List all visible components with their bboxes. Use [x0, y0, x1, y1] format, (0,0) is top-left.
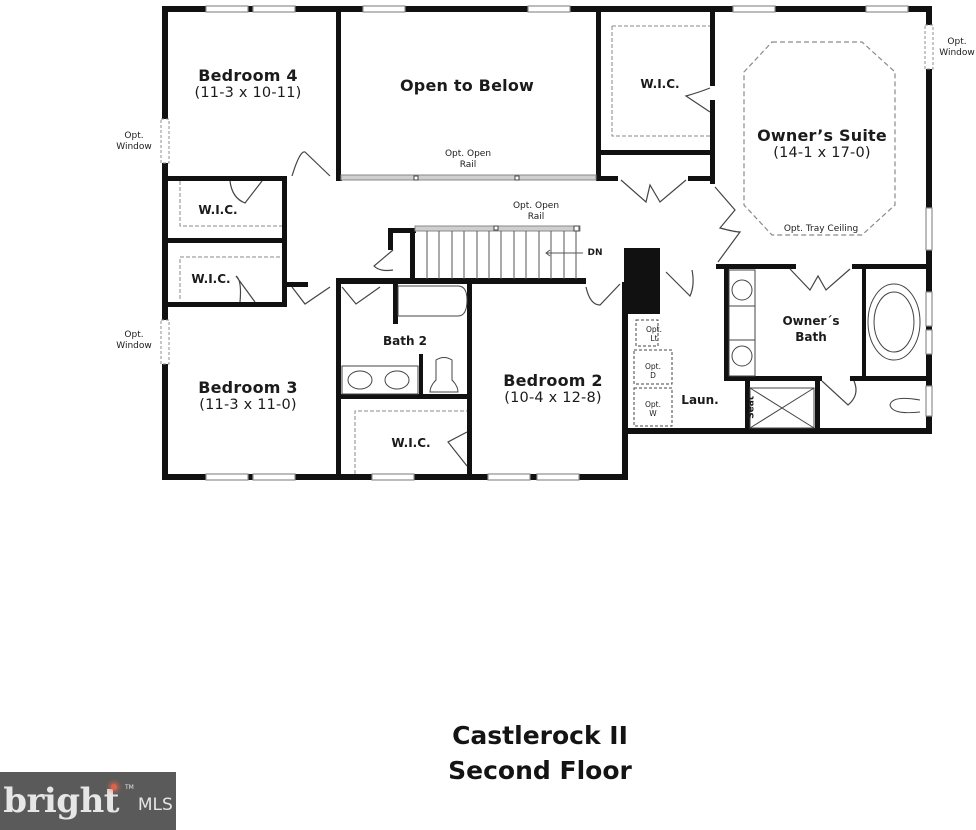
note-line: Rail	[459, 159, 477, 170]
note-line: Rail	[527, 211, 545, 222]
room-laundry: Laun.	[681, 393, 719, 407]
room-dimensions: (11-3 x 10-11)	[194, 85, 302, 102]
stairs	[426, 231, 583, 279]
note-line: Opt.	[124, 131, 144, 141]
opt-window-note-left-bottom: Opt. Window	[116, 330, 152, 352]
brand-word: bright	[3, 781, 120, 821]
note-line: Window	[116, 340, 152, 351]
open-rail-note-2: Opt. Open Rail	[513, 201, 559, 223]
room-name: Bedroom 3	[198, 378, 298, 397]
plan-title-block: Castlerock II Second Floor	[448, 718, 632, 788]
note-line: W	[649, 409, 657, 418]
brand-suffix: MLS	[137, 795, 173, 815]
note-line: Window	[939, 47, 975, 58]
opt-window-note-right: Opt. Window	[939, 37, 975, 59]
room-bedroom-3: Bedroom 3 (11-3 x 11-0)	[198, 378, 298, 415]
bright-mls-watermark: bright TM MLS	[0, 772, 176, 830]
room-dimensions: (11-3 x 11-0)	[199, 397, 297, 414]
room-bedroom-2: Bedroom 2 (10-4 x 12-8)	[503, 371, 603, 408]
stairs-down-label: DN	[587, 248, 603, 258]
room-wic-owner: W.I.C.	[640, 77, 680, 91]
plan-floor: Second Floor	[448, 756, 632, 785]
opt-dryer-note: Opt. D	[645, 362, 661, 380]
opt-window-note-left-top: Opt. Window	[116, 131, 152, 153]
room-bedroom-4: Bedroom 4 (11-3 x 10-11)	[195, 66, 302, 103]
closet-shelves	[179, 25, 710, 474]
tray-ceiling-outline	[743, 41, 896, 236]
room-name: Open to Below	[400, 76, 534, 95]
note-line: D	[650, 371, 656, 380]
opt-laundry-tub-note: Opt. Lt	[646, 325, 662, 343]
open-rails	[340, 174, 597, 232]
room-name-line2: Bath	[795, 330, 827, 344]
room-name: Owner´s	[782, 314, 840, 328]
room-name: Bedroom 2	[503, 371, 603, 390]
room-wic-bedroom-2: W.I.C.	[391, 436, 431, 450]
note-line: Opt.	[645, 362, 661, 371]
note-line: Opt.	[646, 325, 662, 334]
plan-name: Castlerock II	[452, 721, 628, 750]
note-line: Opt. Open	[512, 201, 560, 211]
opt-washer-note: Opt. W	[645, 400, 661, 418]
room-dimensions: (14-1 x 17-0)	[773, 145, 871, 162]
note-line: Lt	[650, 334, 658, 343]
note-line: Opt. Open	[444, 149, 492, 159]
tray-ceiling-note: Opt. Tray Ceiling	[783, 224, 859, 234]
room-owners-bath: Owner´s Bath	[782, 313, 839, 345]
note-line: Opt.	[947, 37, 967, 47]
optional-windows	[160, 24, 934, 365]
room-dimensions: (10-4 x 12-8)	[504, 390, 602, 407]
room-owners-suite: Owner’s Suite (14-1 x 17-0)	[757, 126, 887, 163]
room-open-to-below: Open to Below	[400, 76, 534, 95]
room-wic-bedroom-4: W.I.C.	[198, 203, 238, 217]
note-line: Opt.	[645, 400, 661, 409]
note-line: Window	[116, 141, 152, 152]
room-wic-bedroom-3: W.I.C.	[191, 272, 231, 286]
windows	[205, 5, 933, 481]
doors	[229, 87, 857, 467]
brand-trademark: TM	[125, 783, 134, 791]
room-name: Bedroom 4	[198, 66, 298, 85]
room-bath-2: Bath 2	[382, 334, 428, 348]
brand-spark-icon	[111, 784, 118, 790]
shower-seat-label: Seat	[746, 395, 757, 419]
room-name: Owner’s Suite	[757, 126, 887, 145]
note-line: Opt.	[124, 330, 144, 340]
open-rail-note-1: Opt. Open Rail	[445, 149, 491, 171]
fixtures	[341, 269, 921, 429]
